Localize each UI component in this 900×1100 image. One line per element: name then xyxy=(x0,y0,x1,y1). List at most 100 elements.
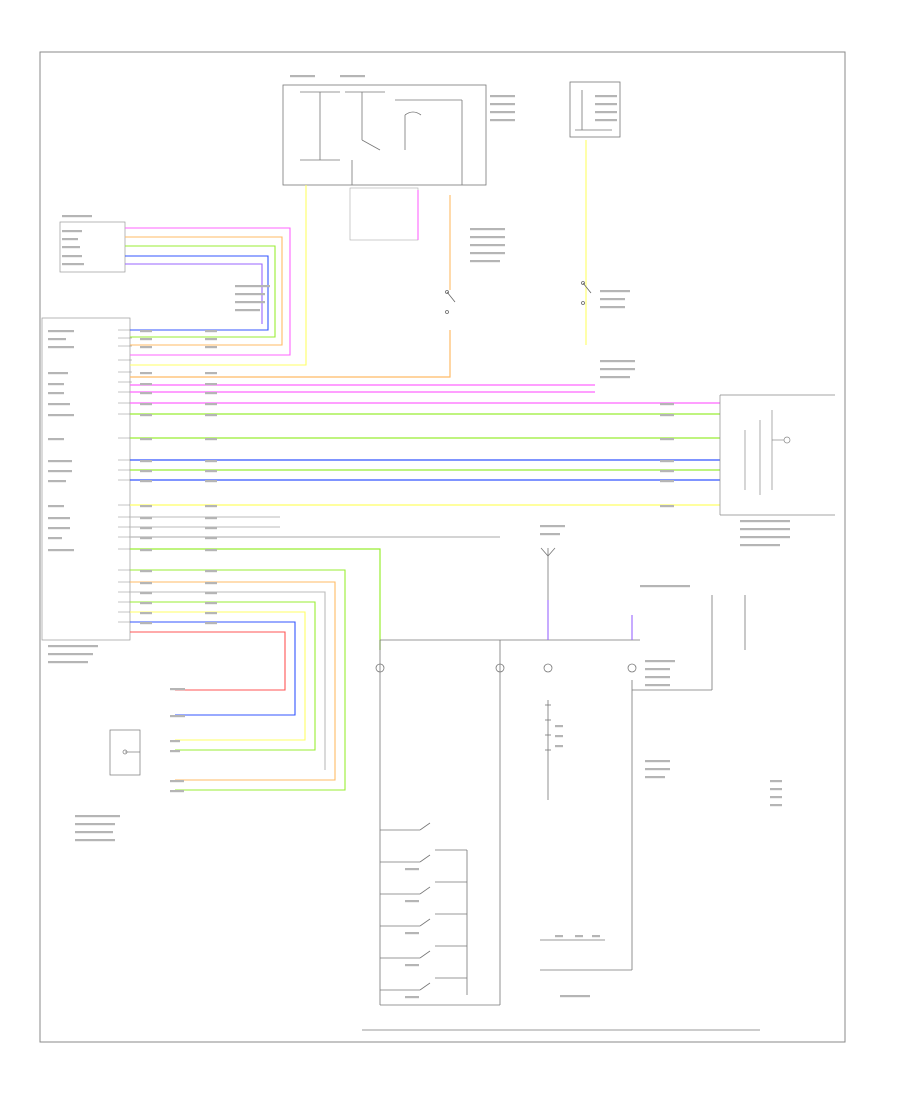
label-mark xyxy=(470,260,500,263)
label-mark xyxy=(645,760,670,763)
label-mark xyxy=(62,246,80,249)
label-mark xyxy=(170,790,184,793)
label-mark xyxy=(205,403,217,406)
label-mark xyxy=(170,780,184,783)
label-mark xyxy=(770,796,782,799)
label-mark xyxy=(770,804,782,807)
relay-box xyxy=(349,187,419,241)
label-mark xyxy=(470,236,505,239)
label-mark xyxy=(490,111,515,114)
label-mark xyxy=(595,103,617,106)
label-mark xyxy=(48,460,72,463)
label-mark xyxy=(555,725,563,728)
label-mark xyxy=(600,306,625,309)
label-mark xyxy=(740,528,790,531)
label-mark xyxy=(660,414,674,417)
label-mark xyxy=(205,414,217,417)
ignition-lock-cylinder xyxy=(109,729,141,776)
label-mark xyxy=(645,668,670,671)
ground-symbol xyxy=(540,547,556,600)
lower-left-wires xyxy=(130,569,346,791)
label-mark xyxy=(48,403,70,406)
label-mark xyxy=(645,676,670,679)
label-mark xyxy=(555,745,563,748)
label-mark xyxy=(140,537,152,540)
label-mark xyxy=(140,622,152,625)
label-mark xyxy=(740,520,790,523)
label-mark xyxy=(600,298,625,301)
label-mark xyxy=(740,544,780,547)
label-mark xyxy=(205,470,217,473)
label-mark xyxy=(140,383,152,386)
label-mark xyxy=(48,372,68,375)
label-mark xyxy=(48,438,64,441)
label-mark xyxy=(140,414,152,417)
label-mark xyxy=(140,517,152,520)
label-mark xyxy=(770,780,782,783)
label-mark xyxy=(645,768,670,771)
label-mark xyxy=(140,403,152,406)
label-mark xyxy=(48,383,64,386)
label-mark xyxy=(205,330,217,333)
label-mark xyxy=(205,505,217,508)
label-mark xyxy=(62,238,78,241)
label-mark xyxy=(600,368,635,371)
label-mark xyxy=(140,346,152,349)
label-mark xyxy=(595,95,617,98)
label-mark xyxy=(600,360,635,363)
label-mark xyxy=(205,372,217,375)
label-mark xyxy=(140,480,152,483)
label-mark xyxy=(660,480,674,483)
label-mark xyxy=(205,527,217,530)
label-mark xyxy=(405,868,419,871)
label-mark xyxy=(640,585,690,588)
label-mark xyxy=(48,392,64,395)
label-mark xyxy=(600,290,630,293)
label-mark xyxy=(140,612,152,615)
label-mark xyxy=(560,995,590,998)
label-mark xyxy=(740,536,790,539)
label-mark xyxy=(140,582,152,585)
label-mark xyxy=(660,403,674,406)
label-mark xyxy=(205,582,217,585)
clutch-pedal-switch xyxy=(445,290,456,314)
label-mark xyxy=(290,75,315,78)
label-mark xyxy=(140,392,152,395)
label-mark xyxy=(660,505,674,508)
steering-wheel-switches xyxy=(362,595,760,1031)
label-mark xyxy=(140,602,152,605)
label-mark xyxy=(62,230,82,233)
label-mark xyxy=(405,964,419,967)
label-mark xyxy=(645,776,665,779)
label-mark xyxy=(490,119,515,122)
label-mark xyxy=(62,263,84,266)
label-mark xyxy=(235,301,265,304)
label-mark xyxy=(205,383,217,386)
label-mark xyxy=(770,788,782,791)
label-mark xyxy=(235,309,260,312)
label-mark xyxy=(75,831,113,834)
label-mark xyxy=(205,338,217,341)
label-mark xyxy=(645,684,670,687)
label-mark xyxy=(205,570,217,573)
label-mark xyxy=(170,715,185,718)
label-mark xyxy=(75,839,115,842)
label-mark xyxy=(140,592,152,595)
label-mark xyxy=(140,438,152,441)
label-mark xyxy=(405,932,419,935)
label-mark xyxy=(405,900,419,903)
label-marks xyxy=(48,75,790,999)
label-mark xyxy=(205,549,217,552)
right-connector xyxy=(719,394,835,516)
label-mark xyxy=(205,622,217,625)
label-mark xyxy=(575,935,583,938)
label-mark xyxy=(235,293,265,296)
label-mark xyxy=(205,480,217,483)
label-mark xyxy=(205,612,217,615)
label-mark xyxy=(470,244,505,247)
label-mark xyxy=(490,95,515,98)
label-mark xyxy=(48,346,74,349)
label-mark xyxy=(340,75,365,78)
label-mark xyxy=(600,376,630,379)
label-mark xyxy=(205,602,217,605)
